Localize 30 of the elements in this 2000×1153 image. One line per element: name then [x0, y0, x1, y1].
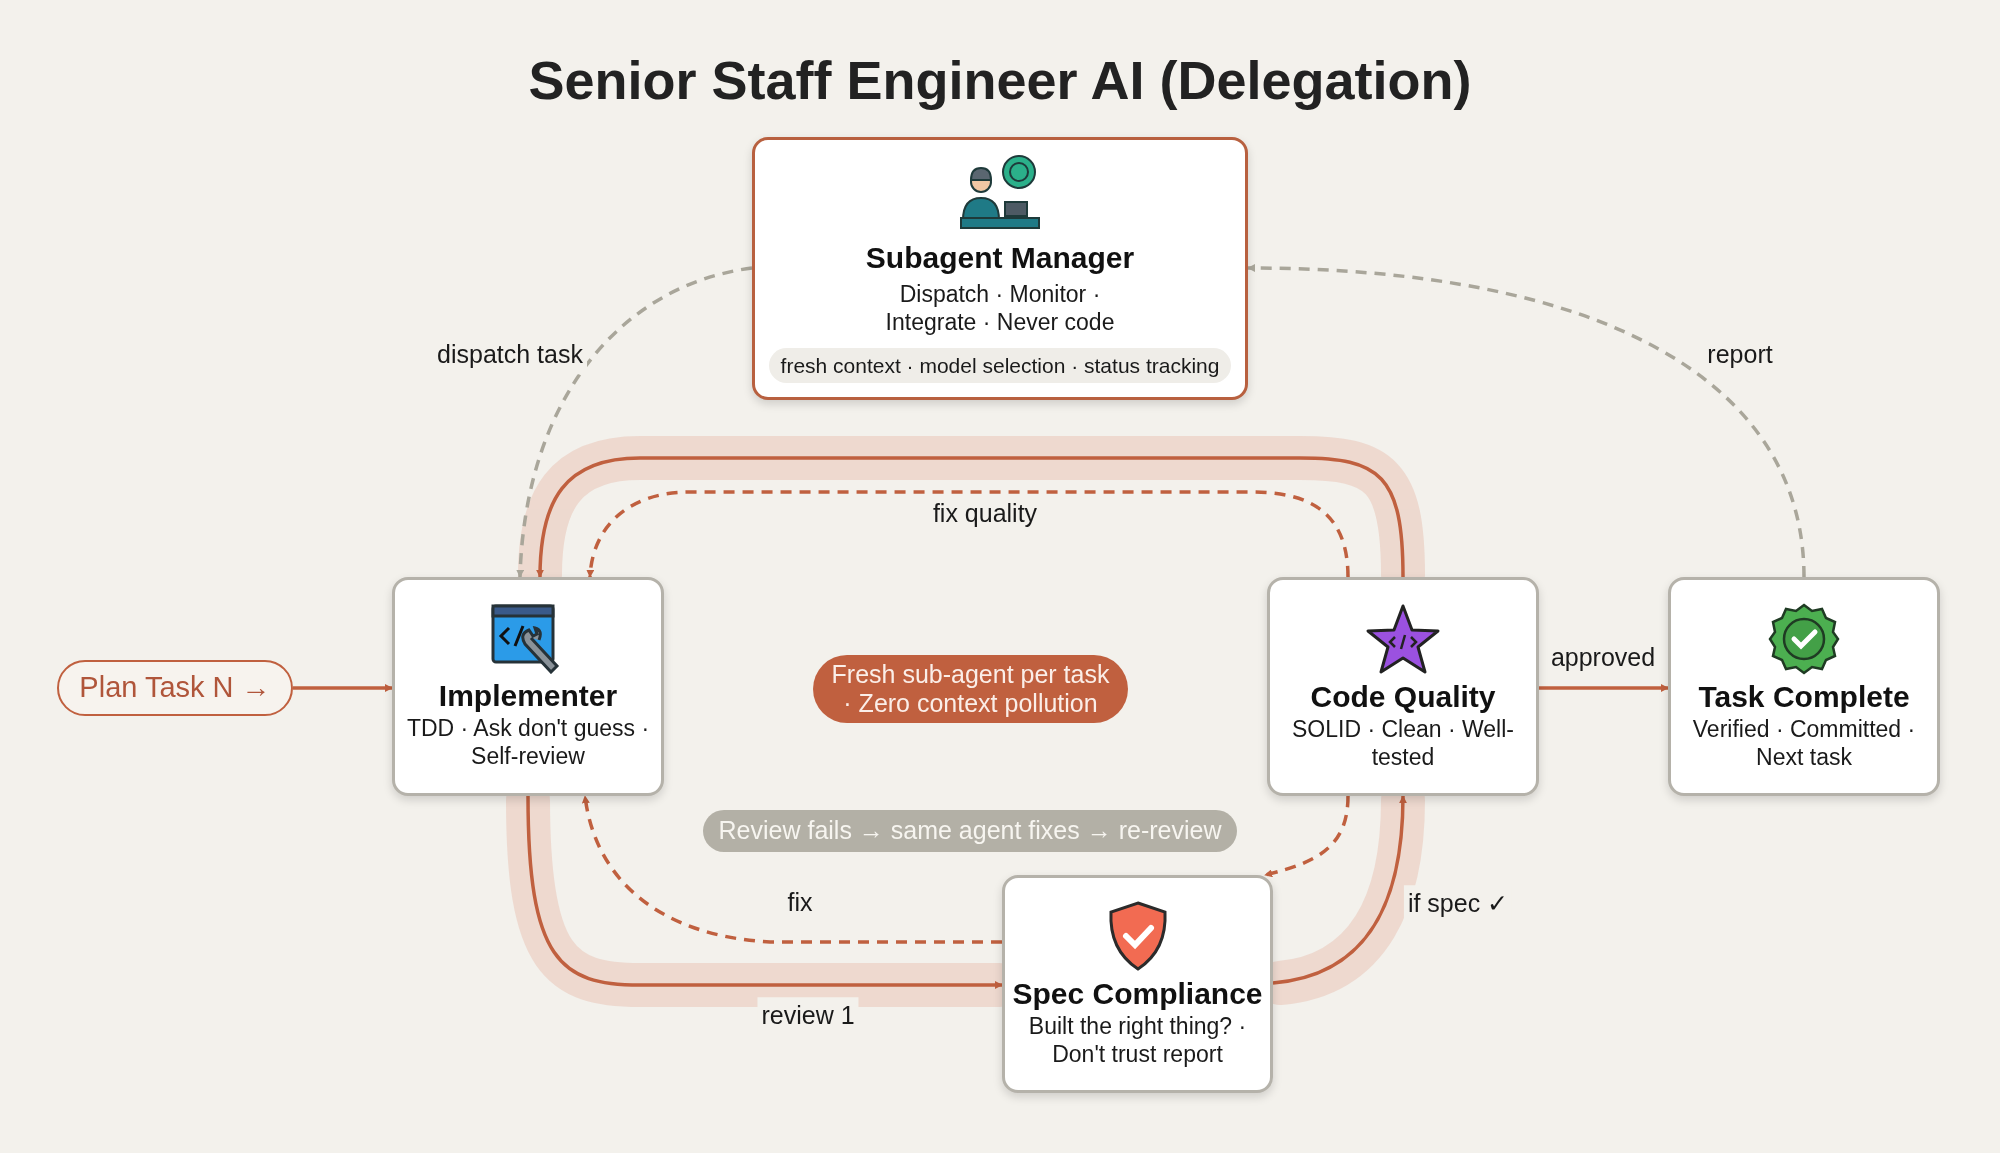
- process-card: [1668, 577, 1940, 796]
- card-description: SOLID · Clean · Well-tested: [1291, 714, 1515, 771]
- arrow: [293, 684, 393, 692]
- start-pill: Plan Task N →: [57, 660, 293, 716]
- dashed-arrow: [586, 490, 1350, 578]
- dashed-arrow: [582, 795, 1002, 944]
- card-title: Spec Compliance: [1012, 976, 1263, 1012]
- dashed-arrow: [516, 266, 753, 578]
- card-title: Task Complete: [1698, 678, 1910, 715]
- card-description: Dispatch · Monitor · Integrate · Never code: [884, 279, 1116, 336]
- dashed-arrow: [1247, 264, 1806, 578]
- process-card: [1267, 577, 1539, 796]
- arrow: [536, 456, 1405, 578]
- arrow: [1272, 795, 1407, 985]
- dashed-arrow: [1264, 795, 1350, 878]
- card-description: Verified · Committed · Next task: [1691, 714, 1917, 771]
- arrow: [1539, 684, 1669, 692]
- note-pill: Review fails → same agent fixes → re-review: [703, 810, 1237, 852]
- card-description: Built the right thing? · Don't trust report: [1027, 1012, 1248, 1068]
- card-title: Code Quality: [1310, 678, 1496, 715]
- card-title: Subagent Manager: [865, 239, 1135, 276]
- card-title: Implementer: [438, 677, 618, 714]
- process-card: [1002, 875, 1273, 1093]
- note-pill: Fresh sub-agent per task · Zero context pollution: [813, 655, 1128, 723]
- process-card: [392, 577, 664, 796]
- arrow: [526, 795, 1003, 989]
- manager-card: [752, 137, 1248, 400]
- tag-chip: fresh context · model selection · status tracking: [768, 347, 1232, 384]
- card-description: TDD · Ask don't guess · Self-review: [405, 713, 651, 770]
- diagram-title: Senior Staff Engineer AI (Delegation): [527, 49, 1473, 112]
